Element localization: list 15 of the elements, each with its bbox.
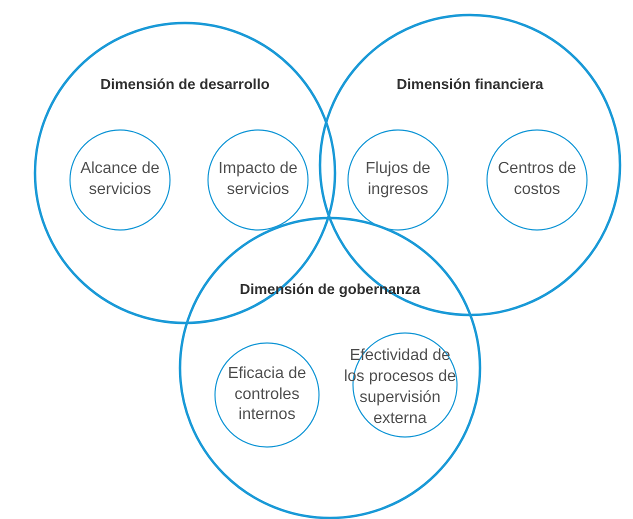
item-circle <box>485 128 589 232</box>
circle-label: Alcance de servicios <box>79 159 161 200</box>
circle-label: Impacto de servicios <box>217 159 299 200</box>
item-circle <box>68 128 172 232</box>
item-circle <box>346 128 450 232</box>
item-circle <box>213 341 321 449</box>
dimension-circle <box>318 13 622 317</box>
circle-heading: Dimensión de desarrollo <box>99 77 271 93</box>
circle-heading: Dimensión financiera <box>396 77 544 93</box>
dimension-circle <box>33 21 337 325</box>
circle-label: Flujos de ingresos <box>364 159 432 200</box>
item-circle <box>206 128 310 232</box>
circle-label: Eficacia de controles internos <box>226 364 308 426</box>
circle-label: Centros de costos <box>496 159 578 200</box>
dimension-circle <box>178 216 482 519</box>
